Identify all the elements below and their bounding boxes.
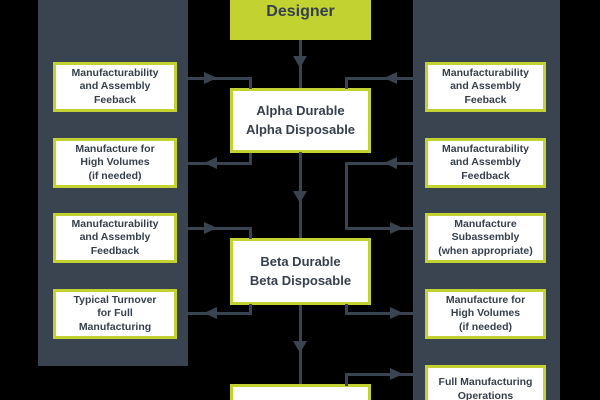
arrowhead-right-icon (390, 222, 403, 234)
left-box-typical-turnover: Typical Turnover for Full Manufacturing (53, 289, 177, 339)
connector-segment (249, 153, 252, 165)
arrowhead-left-icon (204, 157, 217, 169)
arrowhead-right-icon (204, 72, 217, 84)
right-box-full-manufacturing-operations: Full Manufacturing Operations (425, 365, 546, 400)
connector-segment (249, 304, 252, 315)
left-box-manufacture-high-volumes: Manufacture for High Volumes (if needed) (53, 138, 177, 188)
arrowhead-left-icon (384, 72, 397, 84)
arrowhead-left-icon (384, 157, 397, 169)
arrowhead-right-icon (204, 222, 217, 234)
node-alpha-durable-disposable: Alpha Durable Alpha Disposable (230, 88, 371, 153)
connector-segment (345, 373, 425, 376)
connector-segment (345, 312, 425, 315)
arrowhead-right-icon (390, 368, 403, 380)
arrowhead-right-icon (390, 307, 403, 319)
connector-segment (345, 373, 348, 386)
connector-segment (249, 227, 252, 239)
right-box-manufacturability-feedback-1: Manufacturability and Assembly Feeback (425, 62, 546, 112)
connector-segment (345, 227, 425, 230)
connector-segment (345, 162, 348, 230)
right-manufacturing-column (413, 0, 560, 400)
connector-segment (345, 77, 348, 89)
left-box-manufacturability-feedback-2: Manufacturability and Assembly Feedback (53, 213, 177, 263)
node-designer: Designer (230, 0, 371, 40)
connector-segment (249, 77, 252, 89)
node-beta-durable-disposable: Beta Durable Beta Disposable (230, 238, 371, 305)
left-box-manufacturability-feedback-1: Manufacturability and Assembly Feeback (53, 62, 177, 112)
arrowhead-left-icon (204, 307, 217, 319)
node-bottom-stage (230, 384, 371, 400)
right-box-manufacture-high-volumes: Manufacture for High Volumes (if needed) (425, 289, 546, 339)
arrowhead-down-icon (293, 191, 307, 203)
arrowhead-down-icon (293, 56, 307, 68)
right-box-manufacturability-feedback-2: Manufacturability and Assembly Feedback (425, 138, 546, 188)
arrowhead-down-icon (293, 341, 307, 353)
right-box-manufacture-subassembly: Manufacture Subassembly (when appropriat… (425, 213, 546, 263)
connector-segment (345, 304, 348, 315)
